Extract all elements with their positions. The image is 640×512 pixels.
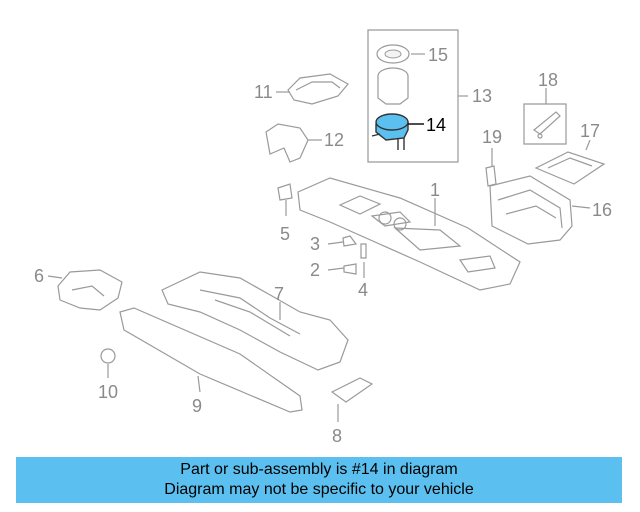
part-1-console-panel xyxy=(297,177,521,291)
cup-holder-insert xyxy=(377,67,409,105)
part-7-console-frame xyxy=(161,271,349,371)
part-6-bracket xyxy=(57,269,123,311)
callout-8: 8 xyxy=(332,426,342,446)
part-4-pin xyxy=(360,243,367,259)
callout-16: 16 xyxy=(592,200,612,220)
callout-13: 13 xyxy=(472,86,492,106)
part-14-highlighted[interactable] xyxy=(371,113,409,150)
part-13-assembly-box xyxy=(367,29,468,163)
part-9-side-panel xyxy=(119,307,303,413)
callout-4: 4 xyxy=(358,280,368,300)
callout-15: 15 xyxy=(428,45,448,65)
callout-7: 7 xyxy=(274,284,284,304)
callout-10: 10 xyxy=(98,382,118,402)
part-16-bin xyxy=(489,175,573,245)
part-19-plate xyxy=(485,165,497,187)
part-10-cap xyxy=(100,348,116,364)
banner-line-2: Diagram may not be specific to your vehi… xyxy=(164,481,474,498)
callout-1: 1 xyxy=(430,180,440,200)
callout-2: 2 xyxy=(310,260,320,280)
callout-17: 17 xyxy=(580,121,600,141)
info-banner: Part or sub-assembly is #14 in diagram D… xyxy=(16,457,622,503)
part-2-clip xyxy=(343,263,357,275)
callout-5: 5 xyxy=(280,224,290,244)
part-8-bracket xyxy=(330,377,374,403)
part-18-box xyxy=(523,103,567,145)
part-5-bracket xyxy=(277,183,293,201)
part-15-ring xyxy=(376,44,410,64)
callout-19: 19 xyxy=(482,127,502,147)
banner-line-1: Part or sub-assembly is #14 in diagram xyxy=(180,461,458,478)
callout-14[interactable]: 14 xyxy=(426,115,446,135)
callout-6: 6 xyxy=(34,266,44,286)
part-3-clip xyxy=(342,235,358,247)
part-17-mat xyxy=(534,151,606,185)
callout-12: 12 xyxy=(324,130,344,150)
leader-lines xyxy=(47,53,591,422)
part-11-liner xyxy=(287,73,349,105)
callout-9: 9 xyxy=(192,396,202,416)
callout-3: 3 xyxy=(310,234,320,254)
callout-11: 11 xyxy=(254,82,273,102)
part-12-bracket xyxy=(265,123,309,163)
parts-diagram: 1 2 3 4 5 6 7 8 9 10 11 12 13 14 15 16 1… xyxy=(34,29,612,446)
callout-18: 18 xyxy=(538,70,558,90)
